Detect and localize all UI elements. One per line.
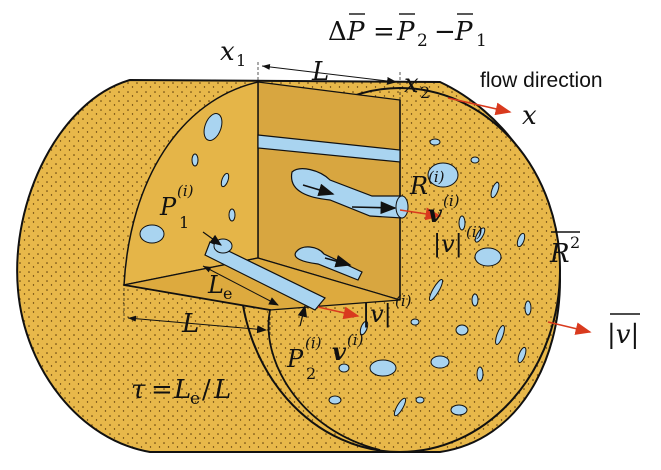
red-arrow-mean — [547, 321, 592, 335]
label-absv-right: |v| (i) — [433, 223, 483, 259]
dim-L-left — [127, 315, 267, 334]
label-v-mean: |v| — [607, 313, 640, 350]
tau-L2: L — [213, 375, 231, 405]
R-var: R — [409, 172, 428, 200]
pressure-equation: Δ P = P 2 − P 1 — [328, 13, 487, 51]
eq-p-bar: P — [346, 17, 365, 47]
label-Le: L e — [207, 271, 232, 303]
pore-mid-opening — [395, 195, 409, 219]
label-tortuosity: τ = L e / L — [131, 375, 231, 409]
x1-var: x — [220, 37, 235, 67]
flow-direction-text: flow direction — [480, 69, 603, 92]
Le-var: L — [207, 271, 224, 299]
eq-p1: P — [454, 17, 473, 47]
flow-arrow-3 — [324, 254, 352, 268]
eq-p2: P — [396, 17, 415, 47]
label-R2-mean: R 2 — [549, 231, 580, 269]
eq-minus: − — [434, 17, 456, 47]
v-var: v — [428, 199, 443, 228]
tau-L: L — [173, 375, 191, 405]
R-sup: (i) — [428, 168, 445, 186]
pore-channel-floor-b — [294, 246, 363, 281]
tau-equals: = — [151, 375, 173, 405]
x2-var: x — [404, 69, 419, 99]
label-L-left: L — [181, 309, 199, 339]
eq-delta: Δ — [328, 17, 347, 47]
P1-sub: 1 — [179, 213, 189, 232]
R2-sup: 2 — [570, 233, 580, 252]
red-arrow-center — [317, 306, 360, 320]
label-P2-i: P (i) 2 — [286, 334, 322, 383]
red-arrow-flow — [447, 97, 512, 116]
label-absv-center: |v| (i) — [362, 292, 412, 329]
v-small-sup: (i) — [347, 331, 364, 349]
flow-arrow-1 — [302, 183, 335, 196]
pore — [203, 113, 223, 141]
label-x2: x 2 — [404, 69, 430, 102]
eq-sub2: 2 — [417, 31, 428, 51]
pore — [220, 172, 230, 188]
tau-symbol: τ — [131, 375, 146, 405]
tau-e: e — [190, 389, 200, 409]
pore — [139, 224, 165, 244]
label-P1-i: P (i) 1 — [159, 182, 194, 232]
P1-sup: (i) — [177, 182, 194, 200]
pore — [191, 153, 199, 167]
v-sup: (i) — [443, 192, 460, 210]
red-arrow-right — [399, 207, 442, 221]
absv-right-text: |v| — [433, 230, 463, 259]
R2-var: R — [549, 239, 570, 269]
v-mean-text: |v| — [607, 320, 639, 350]
absv-center-text: |v| — [362, 300, 392, 329]
flow-axis-x: x — [522, 101, 537, 131]
Le-sub: e — [223, 284, 232, 303]
dim-L-top — [261, 63, 397, 85]
eq-sub1: 1 — [476, 31, 487, 51]
P2-sub: 2 — [306, 364, 316, 383]
absv-center-sup: (i) — [395, 292, 412, 310]
tau-slash: / — [202, 375, 211, 405]
x2-sub: 2 — [420, 83, 430, 102]
label-R-i: R (i) — [409, 168, 445, 200]
end-face-pores — [328, 138, 532, 417]
x1-sub: 1 — [236, 51, 246, 70]
label-v-i: v (i) — [428, 192, 460, 228]
label-v-small: v (i) — [332, 331, 364, 366]
P1-pointer — [202, 231, 222, 246]
eq-equals: = — [373, 17, 395, 47]
dim-Le — [202, 265, 279, 306]
label-L-top: L — [311, 57, 329, 87]
absv-right-sup: (i) — [466, 223, 483, 241]
pore-entry-left — [213, 238, 233, 254]
P2-var: P — [286, 345, 304, 373]
v-small-var: v — [332, 337, 347, 366]
P2-sup: (i) — [305, 334, 322, 352]
flow-arrow-2 — [351, 201, 397, 215]
P1-var: P — [159, 193, 177, 221]
P2-pointer — [297, 304, 308, 327]
label-x1: x 1 — [220, 37, 246, 70]
cut-front-edge — [123, 284, 381, 451]
pore — [228, 208, 236, 222]
